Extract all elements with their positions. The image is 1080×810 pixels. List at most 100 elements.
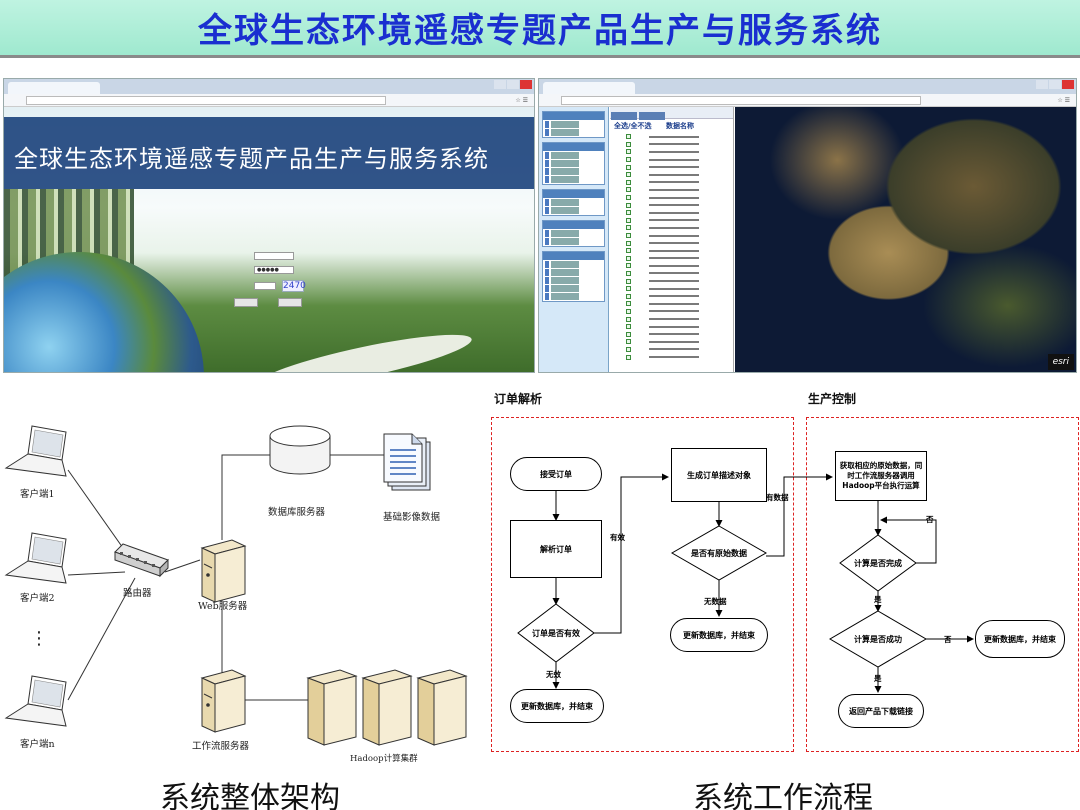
list-item[interactable]	[610, 141, 733, 149]
list-item[interactable]	[610, 232, 733, 240]
list-item[interactable]	[610, 323, 733, 331]
list-item[interactable]	[610, 224, 733, 232]
sidebar-group[interactable]	[542, 142, 605, 185]
list-item-checkbox[interactable]	[626, 270, 631, 276]
list-item[interactable]	[610, 300, 733, 308]
list-item-checkbox[interactable]	[626, 339, 631, 345]
address-bar[interactable]	[26, 96, 386, 105]
login-button[interactable]	[234, 298, 258, 307]
list-item[interactable]	[610, 346, 733, 354]
list-item-checkbox[interactable]	[626, 179, 631, 185]
list-item-checkbox[interactable]	[626, 195, 631, 201]
list-item-name	[649, 242, 699, 245]
list-item[interactable]	[610, 308, 733, 316]
sidebar-group[interactable]	[542, 189, 605, 216]
hadoop-cluster-icon	[306, 669, 468, 746]
list-item-checkbox[interactable]	[626, 301, 631, 307]
list-item-checkbox[interactable]	[626, 346, 631, 352]
list-item[interactable]	[610, 277, 733, 285]
list-item[interactable]	[610, 285, 733, 293]
link-client2-router	[67, 571, 126, 576]
password-input[interactable]: ●●●●●	[254, 266, 294, 274]
data-name-column: 数据名称	[666, 122, 694, 130]
list-item[interactable]	[610, 171, 733, 179]
list-item-checkbox[interactable]	[626, 255, 631, 261]
list-item-checkbox[interactable]	[626, 324, 631, 330]
list-item[interactable]	[610, 239, 733, 247]
list-item[interactable]	[610, 338, 733, 346]
list-item[interactable]	[610, 292, 733, 300]
list-item[interactable]	[610, 179, 733, 187]
list-item[interactable]	[610, 156, 733, 164]
list-item-checkbox[interactable]	[626, 187, 631, 193]
minimize-icon[interactable]	[494, 80, 506, 89]
minimize-icon[interactable]	[1036, 80, 1048, 89]
list-item-checkbox[interactable]	[626, 225, 631, 231]
list-item-checkbox[interactable]	[626, 141, 631, 147]
close-icon[interactable]	[1062, 80, 1074, 89]
address-bar[interactable]	[561, 96, 921, 105]
list-item-checkbox[interactable]	[626, 157, 631, 163]
list-item-name	[649, 204, 699, 207]
list-item-name	[649, 143, 699, 146]
list-item-checkbox[interactable]	[626, 149, 631, 155]
list-item-checkbox[interactable]	[626, 331, 631, 337]
list-item-checkbox[interactable]	[626, 134, 631, 140]
base-image-label: 基础影像数据	[383, 512, 441, 523]
select-all-link[interactable]: 全选/全不选	[614, 122, 652, 130]
list-item-checkbox[interactable]	[626, 210, 631, 216]
list-item-checkbox[interactable]	[626, 202, 631, 208]
list-item-name	[649, 226, 699, 229]
list-item[interactable]	[610, 217, 733, 225]
list-item-checkbox[interactable]	[626, 286, 631, 292]
list-item[interactable]	[610, 163, 733, 171]
maximize-icon[interactable]	[507, 80, 519, 89]
browser-tab[interactable]	[8, 82, 100, 94]
list-item[interactable]	[610, 330, 733, 338]
list-item-checkbox[interactable]	[626, 233, 631, 239]
list-tab[interactable]	[611, 112, 637, 120]
has-data-yes-label: 有数据	[766, 493, 789, 502]
list-item[interactable]	[610, 148, 733, 156]
list-item[interactable]	[610, 201, 733, 209]
list-item-checkbox[interactable]	[626, 248, 631, 254]
list-item-checkbox[interactable]	[626, 354, 631, 360]
list-item-checkbox[interactable]	[626, 308, 631, 314]
list-item-checkbox[interactable]	[626, 293, 631, 299]
list-item-checkbox[interactable]	[626, 240, 631, 246]
sidebar-group[interactable]	[542, 251, 605, 302]
list-item[interactable]	[610, 262, 733, 270]
login-banner	[4, 117, 534, 189]
reset-button[interactable]	[278, 298, 302, 307]
list-item[interactable]	[610, 247, 733, 255]
captcha-image[interactable]: 2470	[282, 280, 306, 292]
list-item[interactable]	[610, 186, 733, 194]
list-item[interactable]	[610, 194, 733, 202]
captcha-input[interactable]	[254, 282, 276, 290]
list-item[interactable]	[610, 209, 733, 217]
close-icon[interactable]	[520, 80, 532, 89]
list-item-name	[649, 249, 699, 252]
list-item-checkbox[interactable]	[626, 263, 631, 269]
list-item[interactable]	[610, 255, 733, 263]
list-item[interactable]	[610, 353, 733, 361]
satellite-map[interactable]: esri	[735, 107, 1076, 372]
list-item-checkbox[interactable]	[626, 316, 631, 322]
list-item-name	[649, 211, 699, 214]
client1-label: 客户端1	[20, 489, 55, 500]
list-item-checkbox[interactable]	[626, 278, 631, 284]
sidebar-group[interactable]	[542, 220, 605, 247]
list-item[interactable]	[610, 270, 733, 278]
list-item-checkbox[interactable]	[626, 217, 631, 223]
list-item-checkbox[interactable]	[626, 164, 631, 170]
list-item[interactable]	[610, 315, 733, 323]
username-input[interactable]	[254, 252, 294, 260]
slide-title-bar: 全球生态环境遥感专题产品生产与服务系统	[0, 0, 1080, 58]
list-item-name	[649, 280, 699, 283]
list-tab[interactable]	[639, 112, 665, 120]
sidebar-group[interactable]	[542, 111, 605, 138]
maximize-icon[interactable]	[1049, 80, 1061, 89]
browser-tab[interactable]	[543, 82, 635, 94]
list-item[interactable]	[610, 133, 733, 141]
list-item-checkbox[interactable]	[626, 172, 631, 178]
